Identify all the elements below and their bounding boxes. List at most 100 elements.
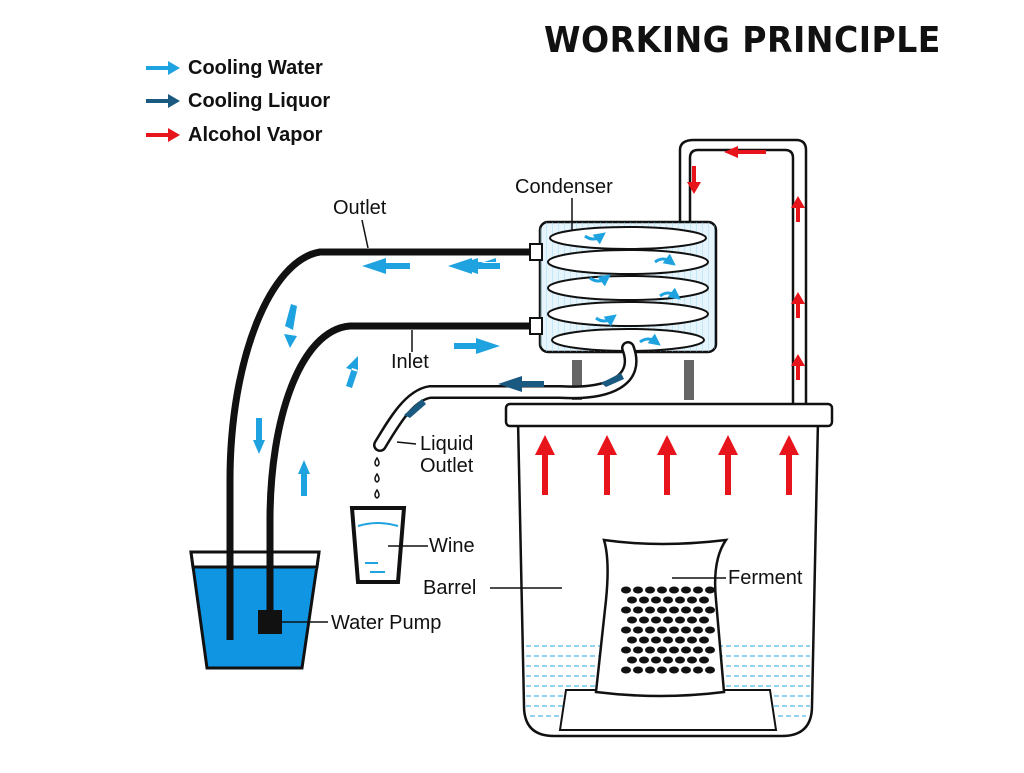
ferment-bead: [675, 596, 685, 604]
ferment-bead: [663, 656, 673, 664]
vapor-arrow-top: [724, 146, 766, 158]
ferment-bead: [645, 586, 655, 594]
liquor-arrow-3: [404, 399, 426, 418]
ferment-bead: [693, 626, 703, 634]
legend-item-alcohol-vapor: Alcohol Vapor: [146, 123, 322, 147]
leader-outlet: [361, 219, 369, 249]
ferment-bead: [675, 636, 685, 644]
ferment-bead: [705, 606, 715, 614]
ferment-bead: [633, 646, 643, 654]
ferment-bead: [681, 586, 691, 594]
ferment-bead: [693, 606, 703, 614]
water-arrow-down-1: [284, 304, 297, 348]
ferment-bead: [681, 646, 691, 654]
ferment-bead: [705, 646, 715, 654]
liquor-arrow-2: [601, 373, 624, 387]
ferment-bead: [663, 636, 673, 644]
liquor-arrow-1: [498, 376, 544, 392]
ferment-bead: [705, 666, 715, 674]
ferment-bead: [627, 656, 637, 664]
label-liquid-outlet-line2: Outlet: [420, 455, 474, 477]
ferment-bead: [681, 666, 691, 674]
ferment-bead: [657, 586, 667, 594]
ferment-bead: [633, 666, 643, 674]
ferment-bead: [657, 666, 667, 674]
ferment-bead: [651, 656, 661, 664]
vapor-arrow-up-1: [791, 354, 805, 380]
ferment-bead: [699, 596, 709, 604]
ferment-bead: [699, 656, 709, 664]
ferment-bead: [687, 616, 697, 624]
ferment-bead: [669, 666, 679, 674]
water-arrow-up-2: [298, 460, 310, 496]
legend-label: Cooling Liquor: [188, 89, 331, 112]
ferment-bead: [657, 606, 667, 614]
water-arrow-down-2: [253, 418, 265, 454]
water-arrow-up-1: [346, 356, 358, 388]
leader-liquid-outlet: [396, 441, 417, 445]
ferment-bead: [627, 636, 637, 644]
ferment-bead: [621, 666, 631, 674]
vapor-arrow-down: [687, 166, 701, 194]
legend-label: Cooling Water: [188, 56, 323, 79]
ferment-bead: [651, 596, 661, 604]
ferment-bead: [645, 666, 655, 674]
ferment-bead: [687, 636, 697, 644]
ferment-bead: [645, 606, 655, 614]
vapor-arrow-up-2: [791, 292, 805, 318]
ferment-bead: [705, 586, 715, 594]
ferment-bead: [657, 626, 667, 634]
label-water-pump: Water Pump: [331, 612, 442, 634]
legend-label: Alcohol Vapor: [188, 123, 323, 146]
ferment-bead: [627, 616, 637, 624]
label-condenser: Condenser: [515, 176, 613, 198]
ferment-bag: [594, 538, 729, 698]
water-arrow-outlet-2: [362, 258, 410, 274]
vapor-arrow-3: [657, 435, 677, 495]
label-inlet: Inlet: [391, 351, 429, 373]
ferment-bead: [681, 606, 691, 614]
water-arrow-inlet: [454, 338, 500, 354]
ferment-bead: [651, 616, 661, 624]
label-ferment: Ferment: [728, 567, 803, 589]
ferment-bead: [663, 616, 673, 624]
ferment-bead: [621, 646, 631, 654]
ferment-bead: [675, 616, 685, 624]
vapor-arrow-2: [597, 435, 617, 495]
ferment-bead: [639, 636, 649, 644]
label-barrel: Barrel: [423, 577, 477, 599]
vapor-arrow-1: [535, 435, 555, 495]
water-arrow-outlet-3: [454, 258, 500, 274]
condenser: [529, 220, 718, 400]
ferment-bead: [621, 586, 631, 594]
ferment-bead: [639, 596, 649, 604]
wine-glass: [349, 506, 407, 584]
ferment-bead: [633, 586, 643, 594]
ferment-bead: [699, 616, 709, 624]
ferment-bead: [645, 626, 655, 634]
inlet-pipe: [266, 322, 536, 615]
ferment-bead: [693, 586, 703, 594]
ferment-bead: [669, 646, 679, 654]
ferment-bead: [681, 626, 691, 634]
water-bucket: [189, 550, 321, 670]
water-pump: [258, 610, 282, 634]
vapor-arrow-5: [779, 435, 799, 495]
ferment-bead: [669, 586, 679, 594]
ferment-bead: [699, 636, 709, 644]
legend-item-cooling-liquor: Cooling Liquor: [146, 89, 330, 113]
label-liquid-outlet-line1: Liquid: [420, 433, 474, 455]
arrow-right-icon: [146, 128, 180, 142]
legend-item-cooling-water: Cooling Water: [146, 56, 323, 80]
ferment-bead: [621, 606, 631, 614]
ferment-bead: [633, 606, 643, 614]
ferment-bead: [693, 646, 703, 654]
vapor-arrow-up-3: [791, 196, 805, 222]
ferment-bead: [693, 666, 703, 674]
arrow-right-icon: [146, 61, 180, 75]
ferment-bead: [639, 656, 649, 664]
ferment-bead: [639, 616, 649, 624]
vapor-arrow-4: [718, 435, 738, 495]
